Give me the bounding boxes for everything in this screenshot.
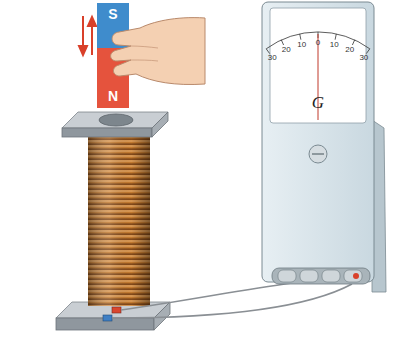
scale-number: 0 bbox=[316, 38, 320, 47]
tick bbox=[281, 40, 283, 45]
down-arrow-shaft bbox=[82, 16, 84, 48]
tick bbox=[300, 34, 301, 40]
pole-letter: N bbox=[108, 88, 118, 104]
scale-number: 10 bbox=[297, 39, 306, 48]
crease bbox=[131, 60, 158, 61]
hand bbox=[111, 18, 205, 85]
down-arrow-head bbox=[79, 46, 87, 55]
top-plate-side bbox=[152, 112, 168, 137]
terminal-knob bbox=[300, 270, 318, 282]
motion-arrows bbox=[79, 16, 96, 55]
terminal-knob bbox=[344, 270, 362, 282]
galvanometer bbox=[262, 2, 386, 292]
finger-creases bbox=[131, 46, 158, 61]
up-arrow-shaft bbox=[91, 24, 93, 55]
pole-letter: G bbox=[312, 93, 324, 113]
crease bbox=[131, 46, 158, 48]
base-plate bbox=[56, 302, 170, 330]
wire bbox=[121, 283, 292, 310]
screw-slot bbox=[312, 153, 324, 154]
terminal-knob bbox=[278, 270, 296, 282]
top-plate-hole bbox=[99, 114, 133, 126]
magnet-north-pole: N bbox=[97, 48, 129, 108]
up-arrow-head bbox=[88, 17, 96, 26]
wires bbox=[112, 283, 352, 318]
scale-number: 30 bbox=[359, 52, 368, 61]
coil-windings bbox=[88, 136, 150, 306]
scale-number: 20 bbox=[282, 44, 291, 53]
top-plate-front bbox=[62, 128, 152, 137]
zero-screw bbox=[309, 145, 327, 163]
top-plate-top bbox=[62, 112, 168, 128]
red-terminal-cap bbox=[353, 273, 359, 279]
magnet-south-pole: S bbox=[97, 3, 129, 48]
scale-number: 30 bbox=[268, 52, 277, 61]
scale-number: 10 bbox=[330, 39, 339, 48]
coil-shading bbox=[88, 136, 150, 306]
scale-number: 20 bbox=[345, 44, 354, 53]
meter-face bbox=[270, 8, 366, 123]
base-plate-side bbox=[154, 302, 170, 330]
tick bbox=[335, 34, 336, 40]
terminal-bar bbox=[272, 268, 370, 284]
meter-body bbox=[262, 2, 374, 282]
pole-letter: S bbox=[108, 6, 117, 22]
top-plate bbox=[62, 112, 168, 137]
coil bbox=[88, 136, 150, 306]
red-terminal bbox=[112, 307, 121, 313]
tick bbox=[352, 40, 354, 45]
blue-terminal bbox=[103, 315, 112, 321]
galvanometer-dial: G bbox=[270, 8, 366, 123]
terminal-knob bbox=[322, 270, 340, 282]
wire bbox=[112, 284, 352, 318]
